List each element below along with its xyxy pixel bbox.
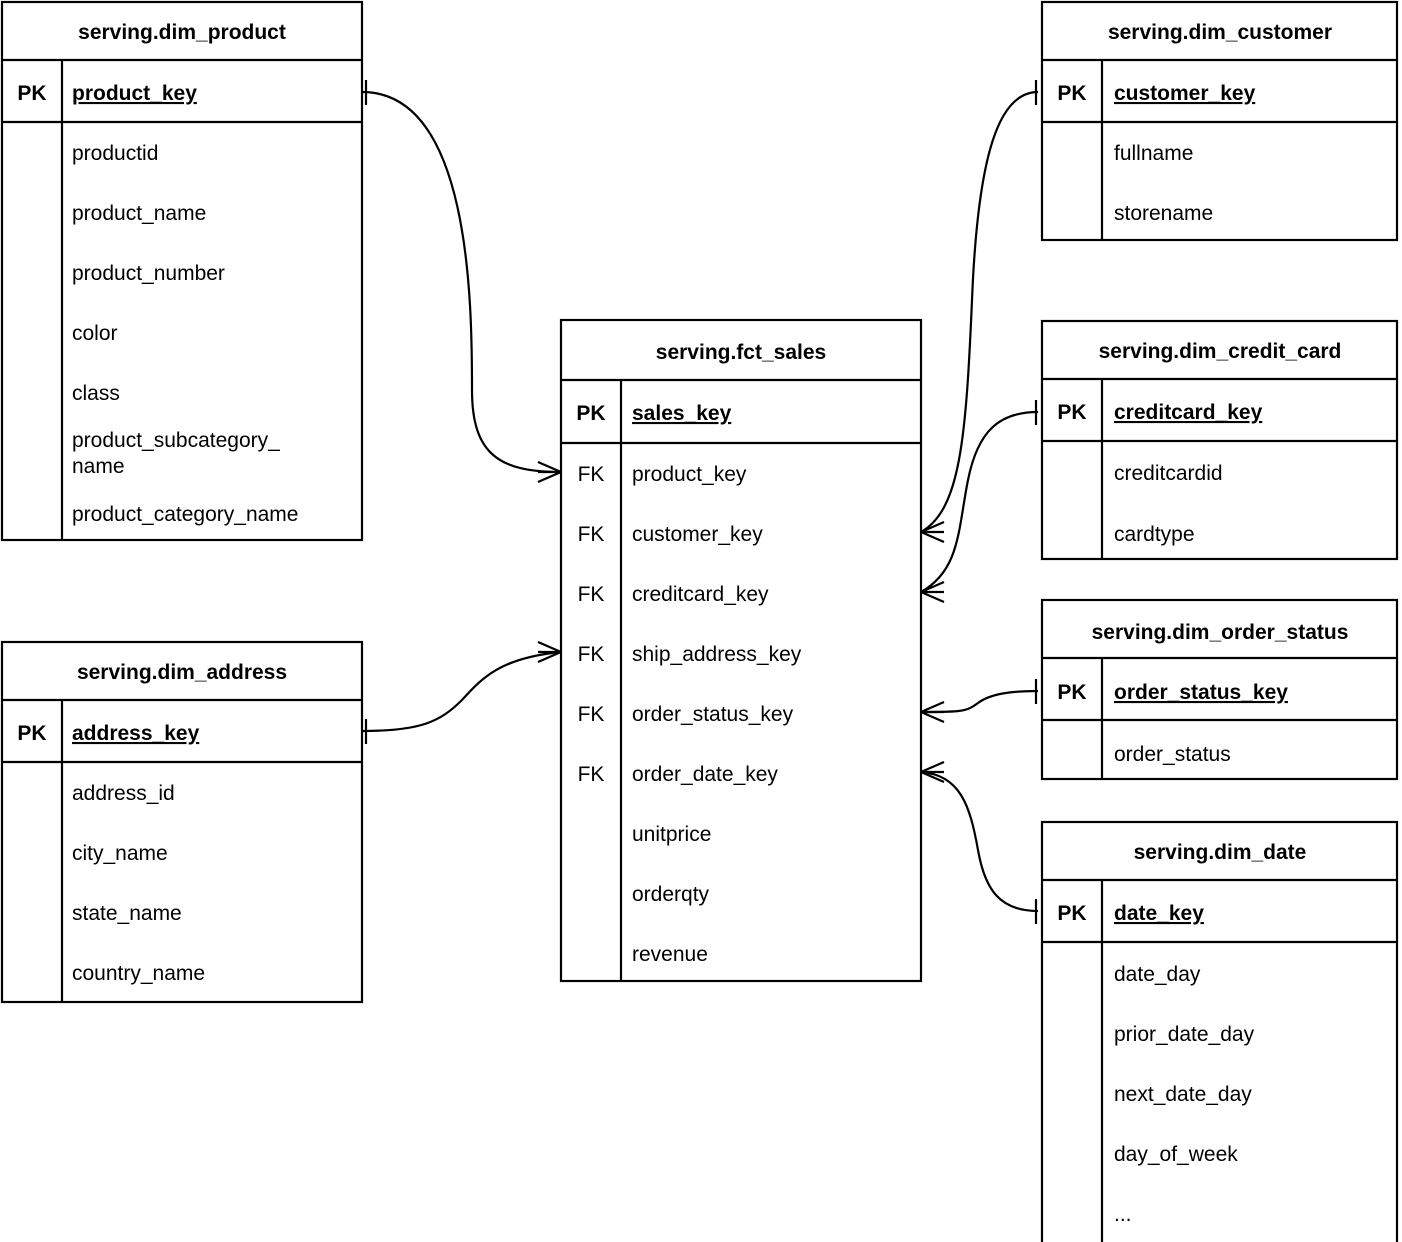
table-title: serving.dim_order_status: [1092, 621, 1349, 644]
column-city-name: city_name: [72, 842, 168, 865]
relationship-orderstatus-to-sales[interactable]: [920, 679, 1039, 724]
column-order-date-key: order_date_key: [632, 763, 778, 786]
column-address-id: address_id: [72, 782, 175, 805]
crows-foot-marker: [920, 520, 945, 544]
column-day-of-week: day_of_week: [1114, 1143, 1238, 1166]
column-productid: productid: [72, 142, 158, 165]
column-next-date-day: next_date_day: [1114, 1083, 1252, 1106]
column-orderqty: orderqty: [632, 883, 710, 906]
fk-tag-order-status-key: FK: [578, 703, 605, 726]
table-title: serving.dim_address: [77, 661, 287, 684]
pk-tag: PK: [17, 722, 46, 745]
pk-column-name: creditcard_key: [1114, 401, 1263, 424]
table-dim-address[interactable]: serving.dim_address PK address_key addre…: [0, 640, 364, 1004]
relationship-product-to-sales[interactable]: [361, 80, 562, 484]
pk-tag: PK: [1057, 902, 1086, 925]
relationship-creditcard-to-sales[interactable]: [920, 400, 1039, 604]
column-product-subcategory-name-line2: name: [72, 455, 125, 478]
table-dim-customer[interactable]: serving.dim_customer PK customer_key ful…: [1040, 0, 1399, 242]
relationship-address-to-sales[interactable]: [361, 640, 562, 744]
column-prior-date-day: prior_date_day: [1114, 1023, 1255, 1046]
column-product-key: product_key: [632, 463, 747, 486]
relationship-curve: [920, 410, 1039, 593]
column-product-number: product_number: [72, 262, 225, 285]
pk-tag: PK: [1057, 401, 1086, 424]
column-state-name: state_name: [72, 902, 182, 925]
fk-tag-product-key: FK: [578, 463, 605, 486]
table-outline: [0, 640, 364, 1004]
fk-tag-creditcard-key: FK: [578, 583, 605, 606]
table-dim-product[interactable]: serving.dim_product PK product_key produ…: [0, 0, 364, 542]
column-creditcard-key: creditcard_key: [632, 583, 769, 606]
crows-foot-marker: [537, 460, 562, 484]
table-title: serving.dim_date: [1134, 841, 1307, 864]
table-title: serving.dim_customer: [1108, 21, 1332, 44]
pk-column-name: product_key: [72, 82, 197, 105]
pk-tag: PK: [576, 402, 605, 425]
pk-column-name: sales_key: [632, 402, 732, 425]
column-order-status-key: order_status_key: [632, 703, 794, 726]
pk-tag: PK: [1057, 681, 1086, 704]
crows-foot-marker: [920, 700, 945, 724]
crows-foot-marker: [920, 760, 945, 784]
column-product-subcategory-name-line1: product_subcategory_: [72, 429, 280, 452]
pk-column-name: address_key: [72, 722, 200, 745]
column-fullname: fullname: [1114, 142, 1193, 165]
pk-column-name: order_status_key: [1114, 681, 1288, 704]
column-revenue: revenue: [632, 943, 708, 966]
column-color: color: [72, 322, 118, 345]
relationship-date-to-sales[interactable]: [920, 760, 1039, 924]
pk-column-name: customer_key: [1114, 82, 1256, 105]
crows-foot-marker: [537, 640, 562, 664]
column-storename: storename: [1114, 202, 1213, 225]
crows-foot-marker: [920, 580, 945, 604]
column-ellipsis: ...: [1114, 1203, 1132, 1226]
fk-tag-customer-key: FK: [578, 523, 605, 546]
relationship-customer-to-sales[interactable]: [920, 80, 1039, 544]
column-date-day: date_day: [1114, 963, 1201, 986]
table-fct-sales[interactable]: serving.fct_sales PK sales_key FK produc…: [559, 318, 923, 983]
column-unitprice: unitprice: [632, 823, 711, 846]
column-ship-address-key: ship_address_key: [632, 643, 802, 666]
table-dim-credit-card[interactable]: serving.dim_credit_card PK creditcard_ke…: [1040, 319, 1399, 561]
relationship-curve: [361, 650, 562, 733]
fk-tag-order-date-key: FK: [578, 763, 605, 786]
pk-tag: PK: [1057, 82, 1086, 105]
table-title: serving.dim_credit_card: [1099, 340, 1342, 363]
relationship-curve: [361, 90, 562, 474]
relationship-curve: [920, 90, 1039, 533]
column-customer-key: customer_key: [632, 523, 763, 546]
column-cardtype: cardtype: [1114, 523, 1195, 546]
column-class: class: [72, 382, 120, 405]
column-creditcardid: creditcardid: [1114, 462, 1223, 485]
column-product-category-name: product_category_name: [72, 503, 298, 526]
fk-tag-ship-address-key: FK: [578, 643, 605, 666]
pk-column-name: date_key: [1114, 902, 1204, 925]
table-title: serving.dim_product: [78, 21, 286, 44]
relationship-curve: [920, 770, 1039, 913]
table-dim-order-status[interactable]: serving.dim_order_status PK order_status…: [1040, 598, 1399, 781]
pk-tag: PK: [17, 82, 46, 105]
column-country-name: country_name: [72, 962, 205, 985]
table-dim-date[interactable]: serving.dim_date PK date_key date_day pr…: [1040, 820, 1399, 1242]
column-order-status: order_status: [1114, 743, 1231, 766]
column-product-name: product_name: [72, 202, 206, 225]
table-title: serving.fct_sales: [656, 341, 826, 364]
relationship-curve: [920, 689, 1039, 714]
